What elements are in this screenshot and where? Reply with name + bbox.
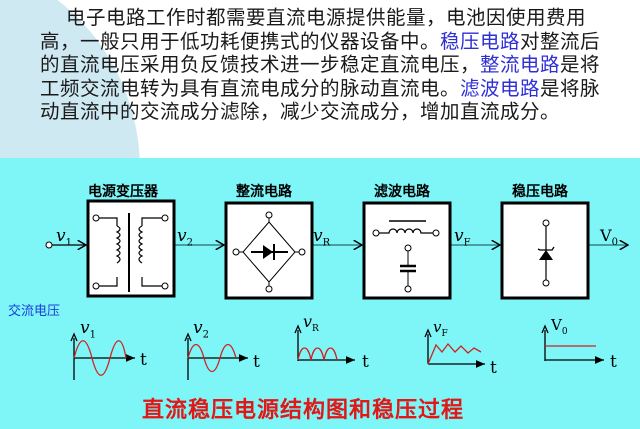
block-label-rectifier: 整流电路 [236,184,292,200]
signal-v2-label: v2 [177,226,193,249]
para-seg-2: 对整流后的直流电压采用负反馈技术进一步稳定直流电压， [40,29,601,77]
waveform-vR [294,324,355,364]
wave-label-v1: v1 [80,318,96,341]
block-label-transformer: 电源变压器 [88,184,158,200]
para-seg-0: 电子电路工作时都需要直流电源提供能量，电池因使用费用高，一般只用于低功耗便携式的… [40,6,587,53]
ac-voltage-label: 交流电压 [8,304,61,319]
para-seg-6: 是将脉动直流中的交流成分滤除，减少交流成分，增加直流成分。 [40,76,601,124]
description-paragraph: 电子电路工作时都需要直流电源提供能量，电池因使用费用高，一般只用于低功耗便携式的… [40,6,610,124]
waveform-v1 [70,332,135,380]
para-seg-4: 是将工频交流电转为具有直流电成分的脉动直流电。 [40,53,601,100]
signal-vF-label: vF [454,226,471,249]
top-background [0,0,640,160]
wave-label-vR: vR [303,312,319,335]
wave-axis-t-4: t [490,358,497,378]
filter-block [362,201,452,300]
transformer-block [86,199,176,298]
signal-vO-label: V0 [600,226,618,249]
regulator-block [500,201,590,300]
diagram-caption: 直流稳压电源结构图和稳压过程 [142,398,465,423]
rectifier-block [224,201,314,300]
waveform-vO [541,324,604,364]
term-rectifier: 整流电路 [480,53,561,76]
block-label-regulator: 稳压电路 [512,184,568,200]
block-label-filter: 滤波电路 [374,184,430,200]
wave-label-vF: vF [433,318,448,339]
signal-vR-label: vR [313,226,331,249]
wave-axis-t-3: t [362,352,369,372]
term-filter: 滤波电路 [460,76,541,100]
wave-axis-t-5: t [610,352,617,372]
signal-v1-label: v1 [56,226,72,249]
wave-label-vO: V0 [551,316,568,337]
waveform-v2 [184,332,248,380]
wave-axis-t-2: t [253,352,260,372]
term-regulator: 稳压电路 [440,29,521,53]
wave-label-v2: v2 [193,318,209,341]
waveform-vF [424,328,485,368]
wave-axis-t-1: t [140,350,147,370]
